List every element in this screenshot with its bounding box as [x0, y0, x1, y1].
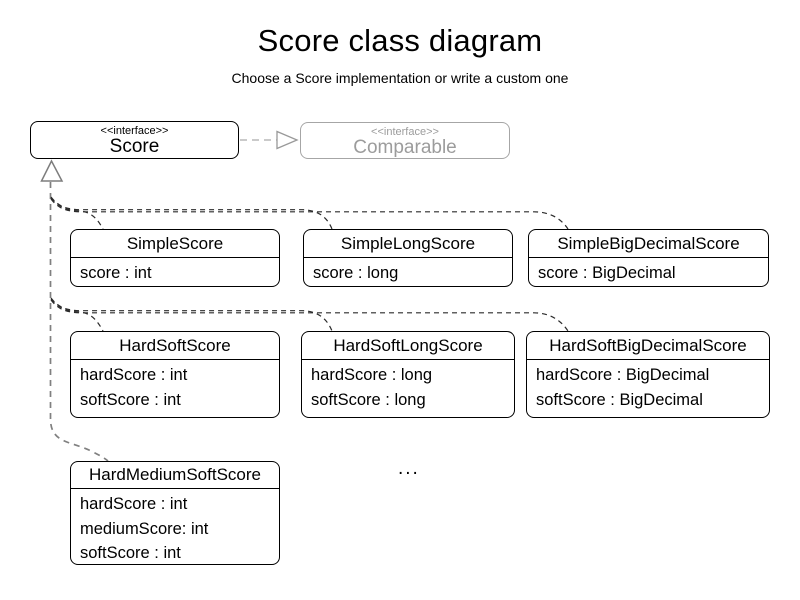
class-attribute: score : BigDecimal: [538, 264, 676, 282]
edge-simple-score: [50, 197, 104, 230]
class-name: HardSoftBigDecimalScore: [527, 332, 769, 360]
realization-arrowhead-icon: [276, 130, 299, 150]
class-attribute: softScore : int: [80, 544, 181, 562]
interface-name: Comparable: [353, 137, 457, 158]
more-implementations-ellipsis: ...: [398, 458, 420, 479]
generalization-arrowhead-icon: [40, 159, 64, 182]
class-name: SimpleBigDecimalScore: [529, 230, 768, 258]
class-attributes: hardScore : long softScore : long: [302, 360, 514, 413]
class-attribute: softScore : BigDecimal: [536, 391, 703, 409]
diagram-title: Score class diagram: [257, 23, 543, 58]
edge-hard-soft-score: [50, 298, 104, 332]
class-attribute: hardScore : int: [80, 495, 188, 513]
class-attribute: score : int: [80, 264, 152, 282]
interface-box-score: <<interface>> Score: [30, 121, 239, 159]
interface-stereotype: <<interface>>: [100, 125, 169, 137]
class-box-hard-soft-long-score: HardSoftLongScore hardScore : long softS…: [301, 331, 515, 418]
class-name: HardMediumSoftScore: [71, 462, 279, 489]
interface-stereotype: <<interface>>: [371, 126, 439, 138]
class-box-simple-big-decimal-score: SimpleBigDecimalScore score : BigDecimal: [528, 229, 769, 287]
edge-hard-medium-soft-score: [49, 182, 109, 462]
class-attribute: softScore : long: [311, 391, 426, 409]
edge-hard-soft-big-decimal-score: [50, 299, 569, 332]
class-attribute: hardScore : BigDecimal: [536, 366, 710, 384]
class-attributes: hardScore : int mediumScore: int softSco…: [71, 489, 279, 566]
class-box-hard-soft-big-decimal-score: HardSoftBigDecimalScore hardScore : BigD…: [526, 331, 770, 418]
class-box-hard-soft-score: HardSoftScore hardScore : int softScore …: [70, 331, 280, 418]
class-attribute: hardScore : long: [311, 366, 433, 384]
class-name: SimpleLongScore: [304, 230, 512, 258]
class-name: HardSoftScore: [71, 332, 279, 360]
class-attribute: hardScore : int: [80, 366, 188, 384]
class-box-simple-score: SimpleScore score : int: [70, 229, 280, 287]
class-attributes: score : BigDecimal: [529, 258, 768, 286]
class-attributes: score : long: [304, 258, 512, 286]
diagram-subtitle: Choose a Score implementation or write a…: [231, 70, 569, 86]
class-box-hard-medium-soft-score: HardMediumSoftScore hardScore : int medi…: [70, 461, 280, 565]
edge-simple-long-score: [50, 196, 333, 230]
class-name: HardSoftLongScore: [302, 332, 514, 360]
class-attribute: score : long: [313, 264, 399, 282]
class-attributes: hardScore : BigDecimal softScore : BigDe…: [527, 360, 769, 413]
interface-box-comparable: <<interface>> Comparable: [300, 122, 510, 159]
class-name: SimpleScore: [71, 230, 279, 258]
class-attribute: mediumScore: int: [80, 519, 209, 538]
interface-name: Score: [109, 136, 160, 157]
class-attribute: softScore : int: [80, 391, 181, 409]
class-attributes: hardScore : int softScore : int: [71, 360, 279, 413]
class-attributes: score : int: [71, 258, 279, 286]
edge-hard-soft-long-score: [50, 297, 333, 332]
edge-simple-big-decimal-score: [50, 198, 569, 230]
class-box-simple-long-score: SimpleLongScore score : long: [303, 229, 513, 287]
